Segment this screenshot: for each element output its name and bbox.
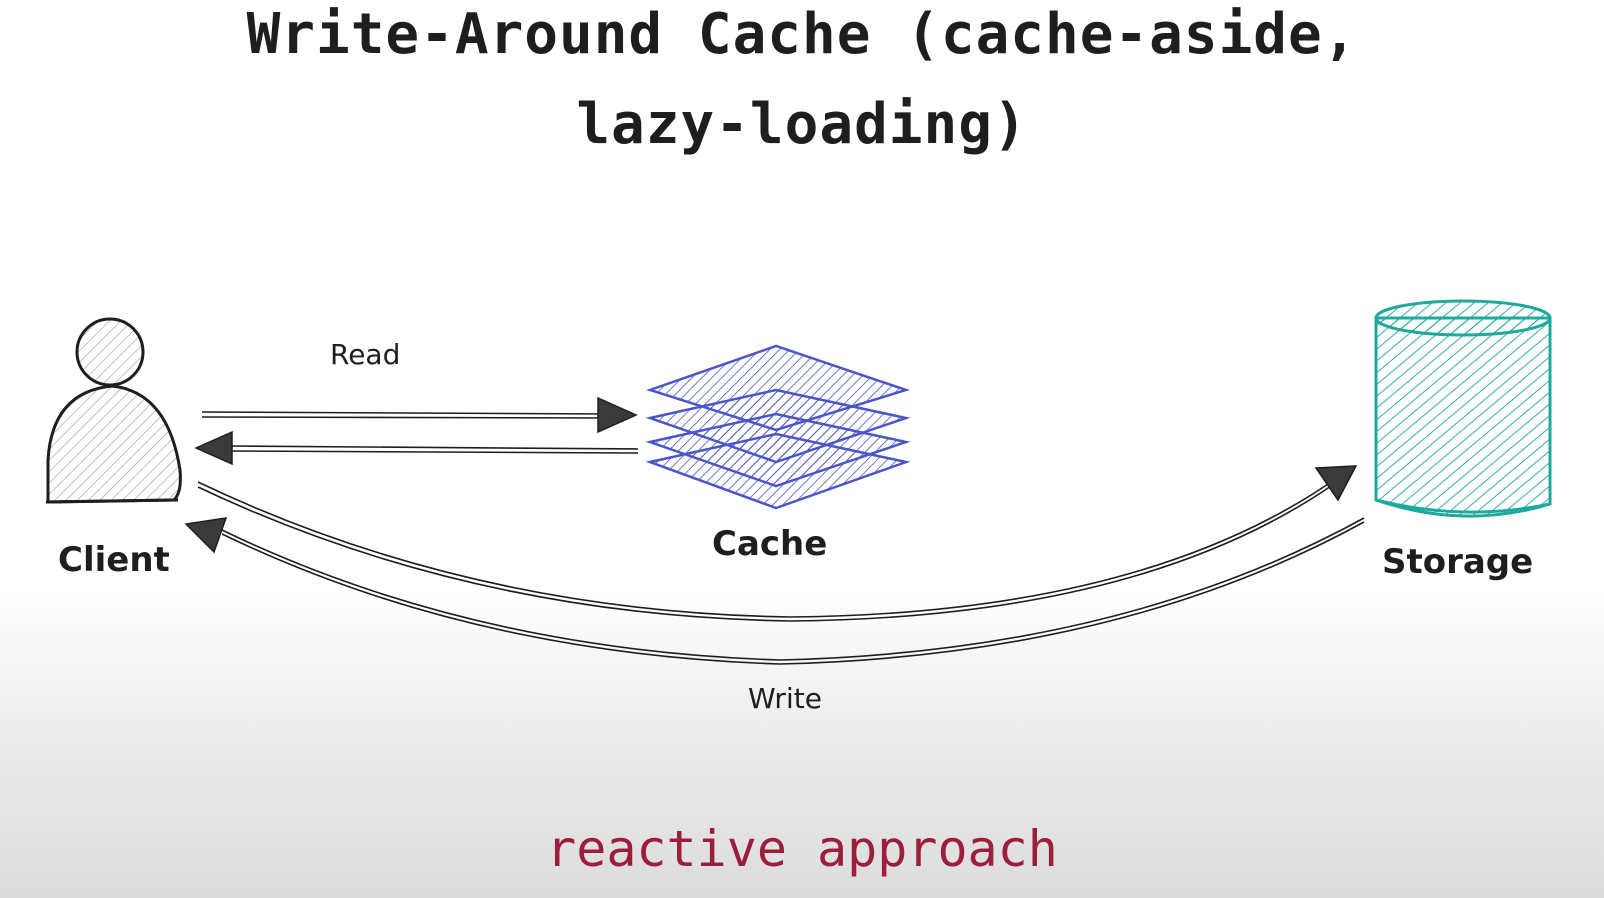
storage-cylinder-icon: [1374, 299, 1552, 518]
read-edge-label: Read: [330, 338, 401, 371]
write-edge-label: Write: [748, 682, 822, 715]
page-title-line2: lazy-loading): [576, 92, 1028, 157]
client-person-icon: [45, 317, 182, 504]
write-to-storage-arrow: [197, 465, 1358, 622]
storage-node-label: Storage: [1382, 542, 1534, 582]
cache-layers-icon: [645, 344, 911, 510]
read-request-arrow: [201, 396, 638, 434]
subtitle: reactive approach: [546, 820, 1058, 878]
page-title-line1: Write-Around Cache (cache-aside,: [246, 2, 1358, 67]
cache-node-label: Cache: [712, 524, 828, 564]
client-node-label: Client: [58, 540, 170, 580]
read-response-arrow: [194, 430, 639, 466]
storage-response-arrow: [184, 517, 1365, 665]
